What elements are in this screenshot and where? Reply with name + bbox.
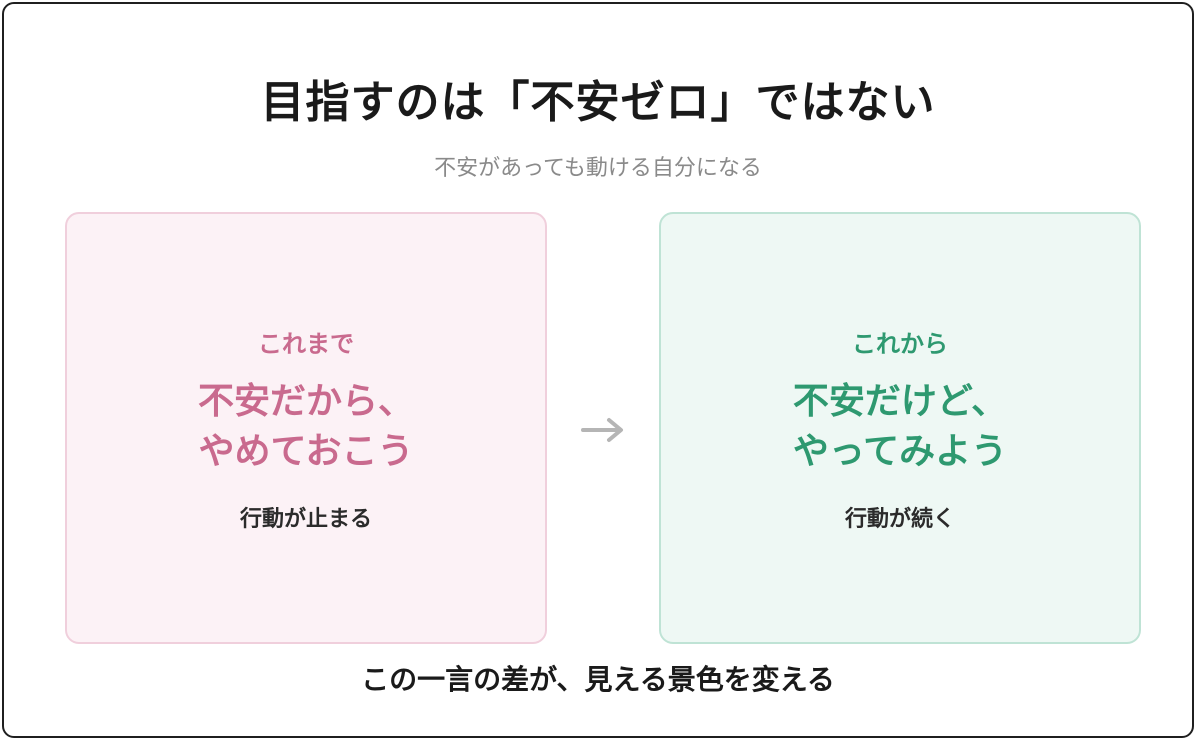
- before-card: これまで 不安だから、 やめておこう 行動が止まる: [65, 212, 547, 644]
- arrow-right-icon: [581, 418, 623, 442]
- before-note: 行動が止まる: [239, 506, 372, 532]
- before-label: これまで: [258, 329, 354, 358]
- before-phrase: 不安だから、 やめておこう: [198, 377, 414, 477]
- after-phrase: 不安だけど、 やってみよう: [793, 377, 1007, 477]
- after-phrase-line-2: やってみよう: [792, 430, 1008, 472]
- after-label: これから: [852, 329, 948, 358]
- slide-subtitle: 不安があっても動ける自分になる: [434, 156, 762, 181]
- after-note: 行動が続く: [844, 506, 955, 532]
- slide-footer: この一言の差が、見える景色を変える: [361, 663, 835, 696]
- before-phrase-line-2: やめておこう: [198, 430, 414, 472]
- after-card: これから 不安だけど、 やってみよう 行動が続く: [659, 212, 1141, 644]
- after-phrase-line-1: 不安だけど、: [792, 380, 1008, 422]
- slide-title: 目指すのは「不安ゼロ」ではない: [260, 77, 936, 128]
- before-phrase-line-1: 不安だから、: [197, 380, 414, 422]
